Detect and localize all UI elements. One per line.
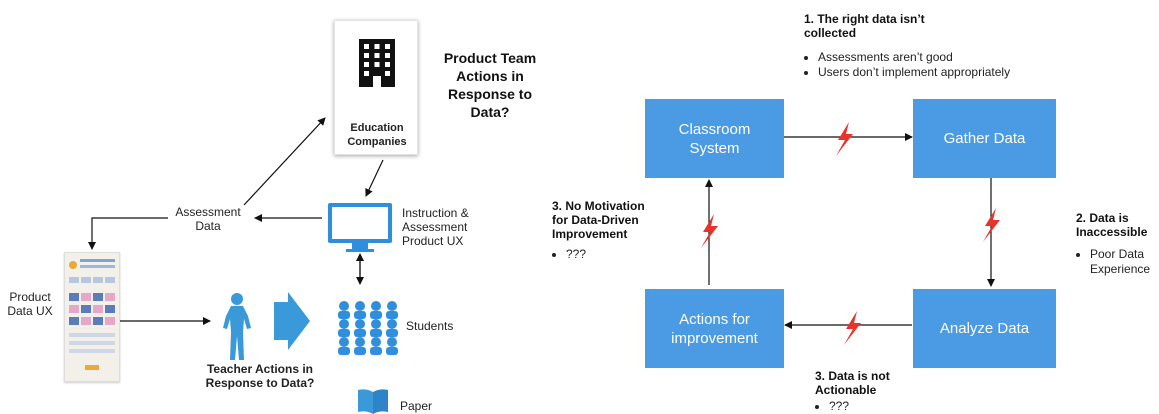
issue-1-bullet: Users don’t implement appropriately [818,65,1064,80]
dashboard-chart-icon [69,259,115,370]
lightning-icon-left [701,214,718,248]
issue-2-annotation: 2. Data is Inaccessible Poor Data Experi… [1076,211,1159,277]
issue-3-bottom-bullet: ??? [829,399,905,414]
education-companies-label: Education Companies [347,122,407,148]
issue-3-left-title: 3. No Motivation for Data-Driven Improve… [552,199,645,241]
issue-1-title: 1. The right data isn’t collected [804,12,925,40]
arrow-companies-to-ux [365,159,384,197]
analyze-data-box: Analyze Data [913,289,1056,368]
instruction-ux-label: Instruction & Assessment Product UX [402,206,469,248]
gather-data-box: Gather Data [913,99,1056,178]
education-companies-card: Education Companies [334,20,418,155]
lightning-icon-right [983,208,1000,242]
building-icon [359,39,395,87]
monitor-icon [328,203,392,252]
dashboard-thumbnail [64,252,120,382]
product-team-question: Product Team Actions in Response to Data… [443,50,537,120]
lightning-icon-bottom [844,311,861,345]
teacher-question: Teacher Actions in Response to Data? [205,362,315,390]
lightning-icon-top [836,122,853,156]
issue-2-bullet: Poor Data Experience [1090,247,1159,277]
big-arrow-icon [274,292,310,350]
paper-label: Paper [400,399,433,413]
actions-improvement-box: Actions for improvement [645,289,784,368]
issue-1-bullet: Assessments aren’t good [818,50,1064,65]
issue-3-left-bullet: ??? [566,247,648,262]
issue-2-title: 2. Data is Inaccessible [1076,211,1148,239]
students-icon [338,301,398,355]
product-data-ux-label: Product Data UX [7,290,53,318]
students-label: Students [406,319,454,333]
issue-1-annotation: 1. The right data isn’t collected Assess… [804,12,1064,80]
issue-3-bottom-title: 3. Data is not Actionable [815,369,890,397]
issue-3-bottom-annotation: 3. Data is not Actionable ??? [815,369,905,414]
assessment-data-label: Assessment Data [175,205,241,233]
classroom-system-box: Classroom System [645,99,784,178]
book-icon [358,389,388,414]
arrow-assessment-to-companies [243,117,326,206]
arrow-assessment-to-dashboard [88,217,168,250]
teacher-icon [223,293,251,360]
issue-3-left-annotation: 3. No Motivation for Data-Driven Improve… [552,199,648,262]
